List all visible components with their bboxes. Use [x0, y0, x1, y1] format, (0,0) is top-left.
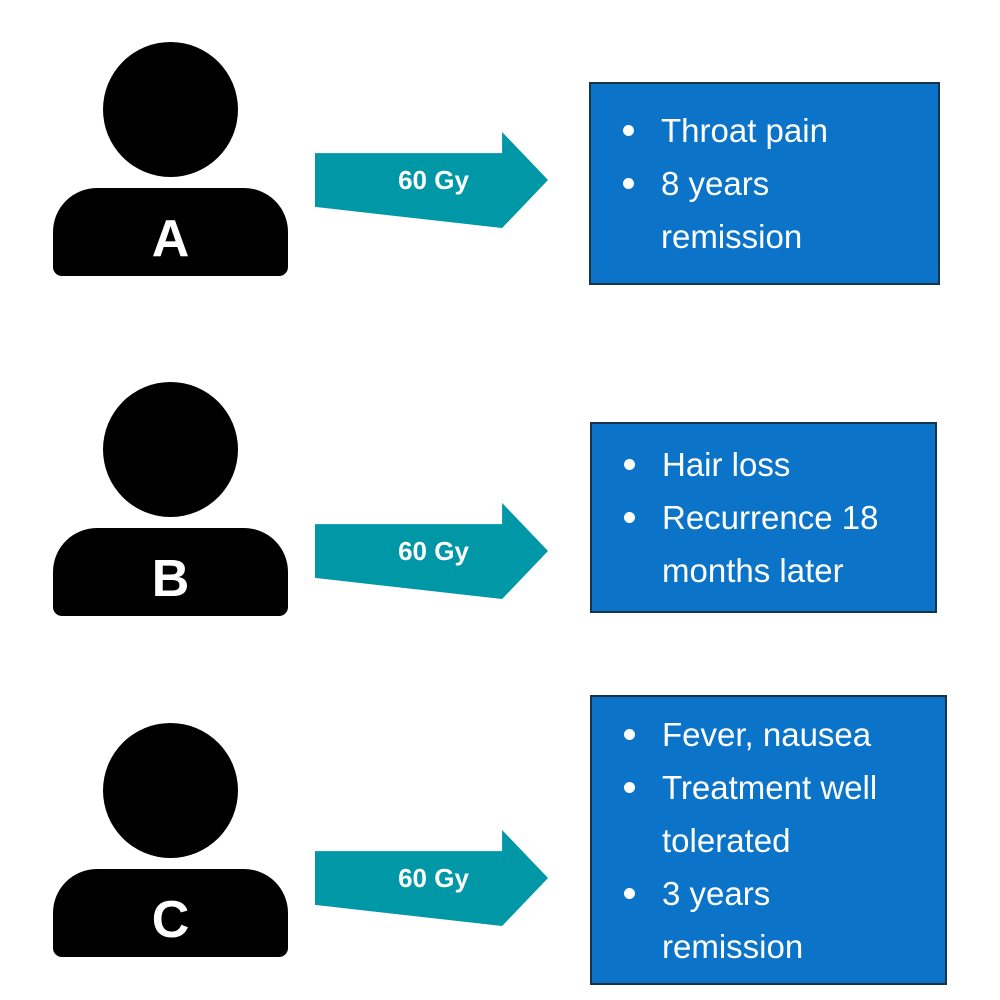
outcome-item: Recurrence 18 months later	[620, 491, 878, 597]
person-head-shape	[103, 42, 238, 177]
patient-a-label: A	[151, 210, 190, 268]
outcome-item: Fever, nausea	[620, 708, 877, 761]
dose-arrow-a: 60 Gy	[315, 132, 548, 228]
outcome-box-c: Fever, nausea Treatment well tolerated 3…	[590, 695, 947, 985]
outcome-item: Hair loss	[620, 438, 878, 491]
dose-label-b: 60 Gy	[398, 535, 469, 566]
patient-b-icon: B	[53, 382, 288, 616]
patient-b-label: B	[151, 550, 190, 608]
outcome-item: 3 years remission	[620, 867, 877, 973]
outcome-box-a: Throat pain 8 years remission	[589, 82, 940, 285]
outcome-box-b: Hair loss Recurrence 18 months later	[590, 422, 937, 613]
patient-c-icon: C	[53, 723, 288, 957]
dose-arrow-b: 60 Gy	[315, 503, 548, 599]
patient-c-label: C	[151, 891, 190, 949]
person-body-shape: A	[53, 188, 288, 276]
dose-label-c: 60 Gy	[398, 862, 469, 893]
outcome-list-a: Throat pain 8 years remission	[619, 104, 828, 263]
person-head-shape	[103, 723, 238, 858]
outcome-item: 8 years remission	[619, 157, 828, 263]
person-body-shape: C	[53, 869, 288, 957]
outcome-list-b: Hair loss Recurrence 18 months later	[620, 438, 878, 597]
outcome-item: Treatment well tolerated	[620, 761, 877, 867]
person-body-shape: B	[53, 528, 288, 616]
outcome-item: Throat pain	[619, 104, 828, 157]
dose-arrow-c: 60 Gy	[315, 830, 548, 926]
person-head-shape	[103, 382, 238, 517]
patient-a-icon: A	[53, 42, 288, 276]
dose-label-a: 60 Gy	[398, 164, 469, 195]
outcome-list-c: Fever, nausea Treatment well tolerated 3…	[620, 708, 877, 973]
